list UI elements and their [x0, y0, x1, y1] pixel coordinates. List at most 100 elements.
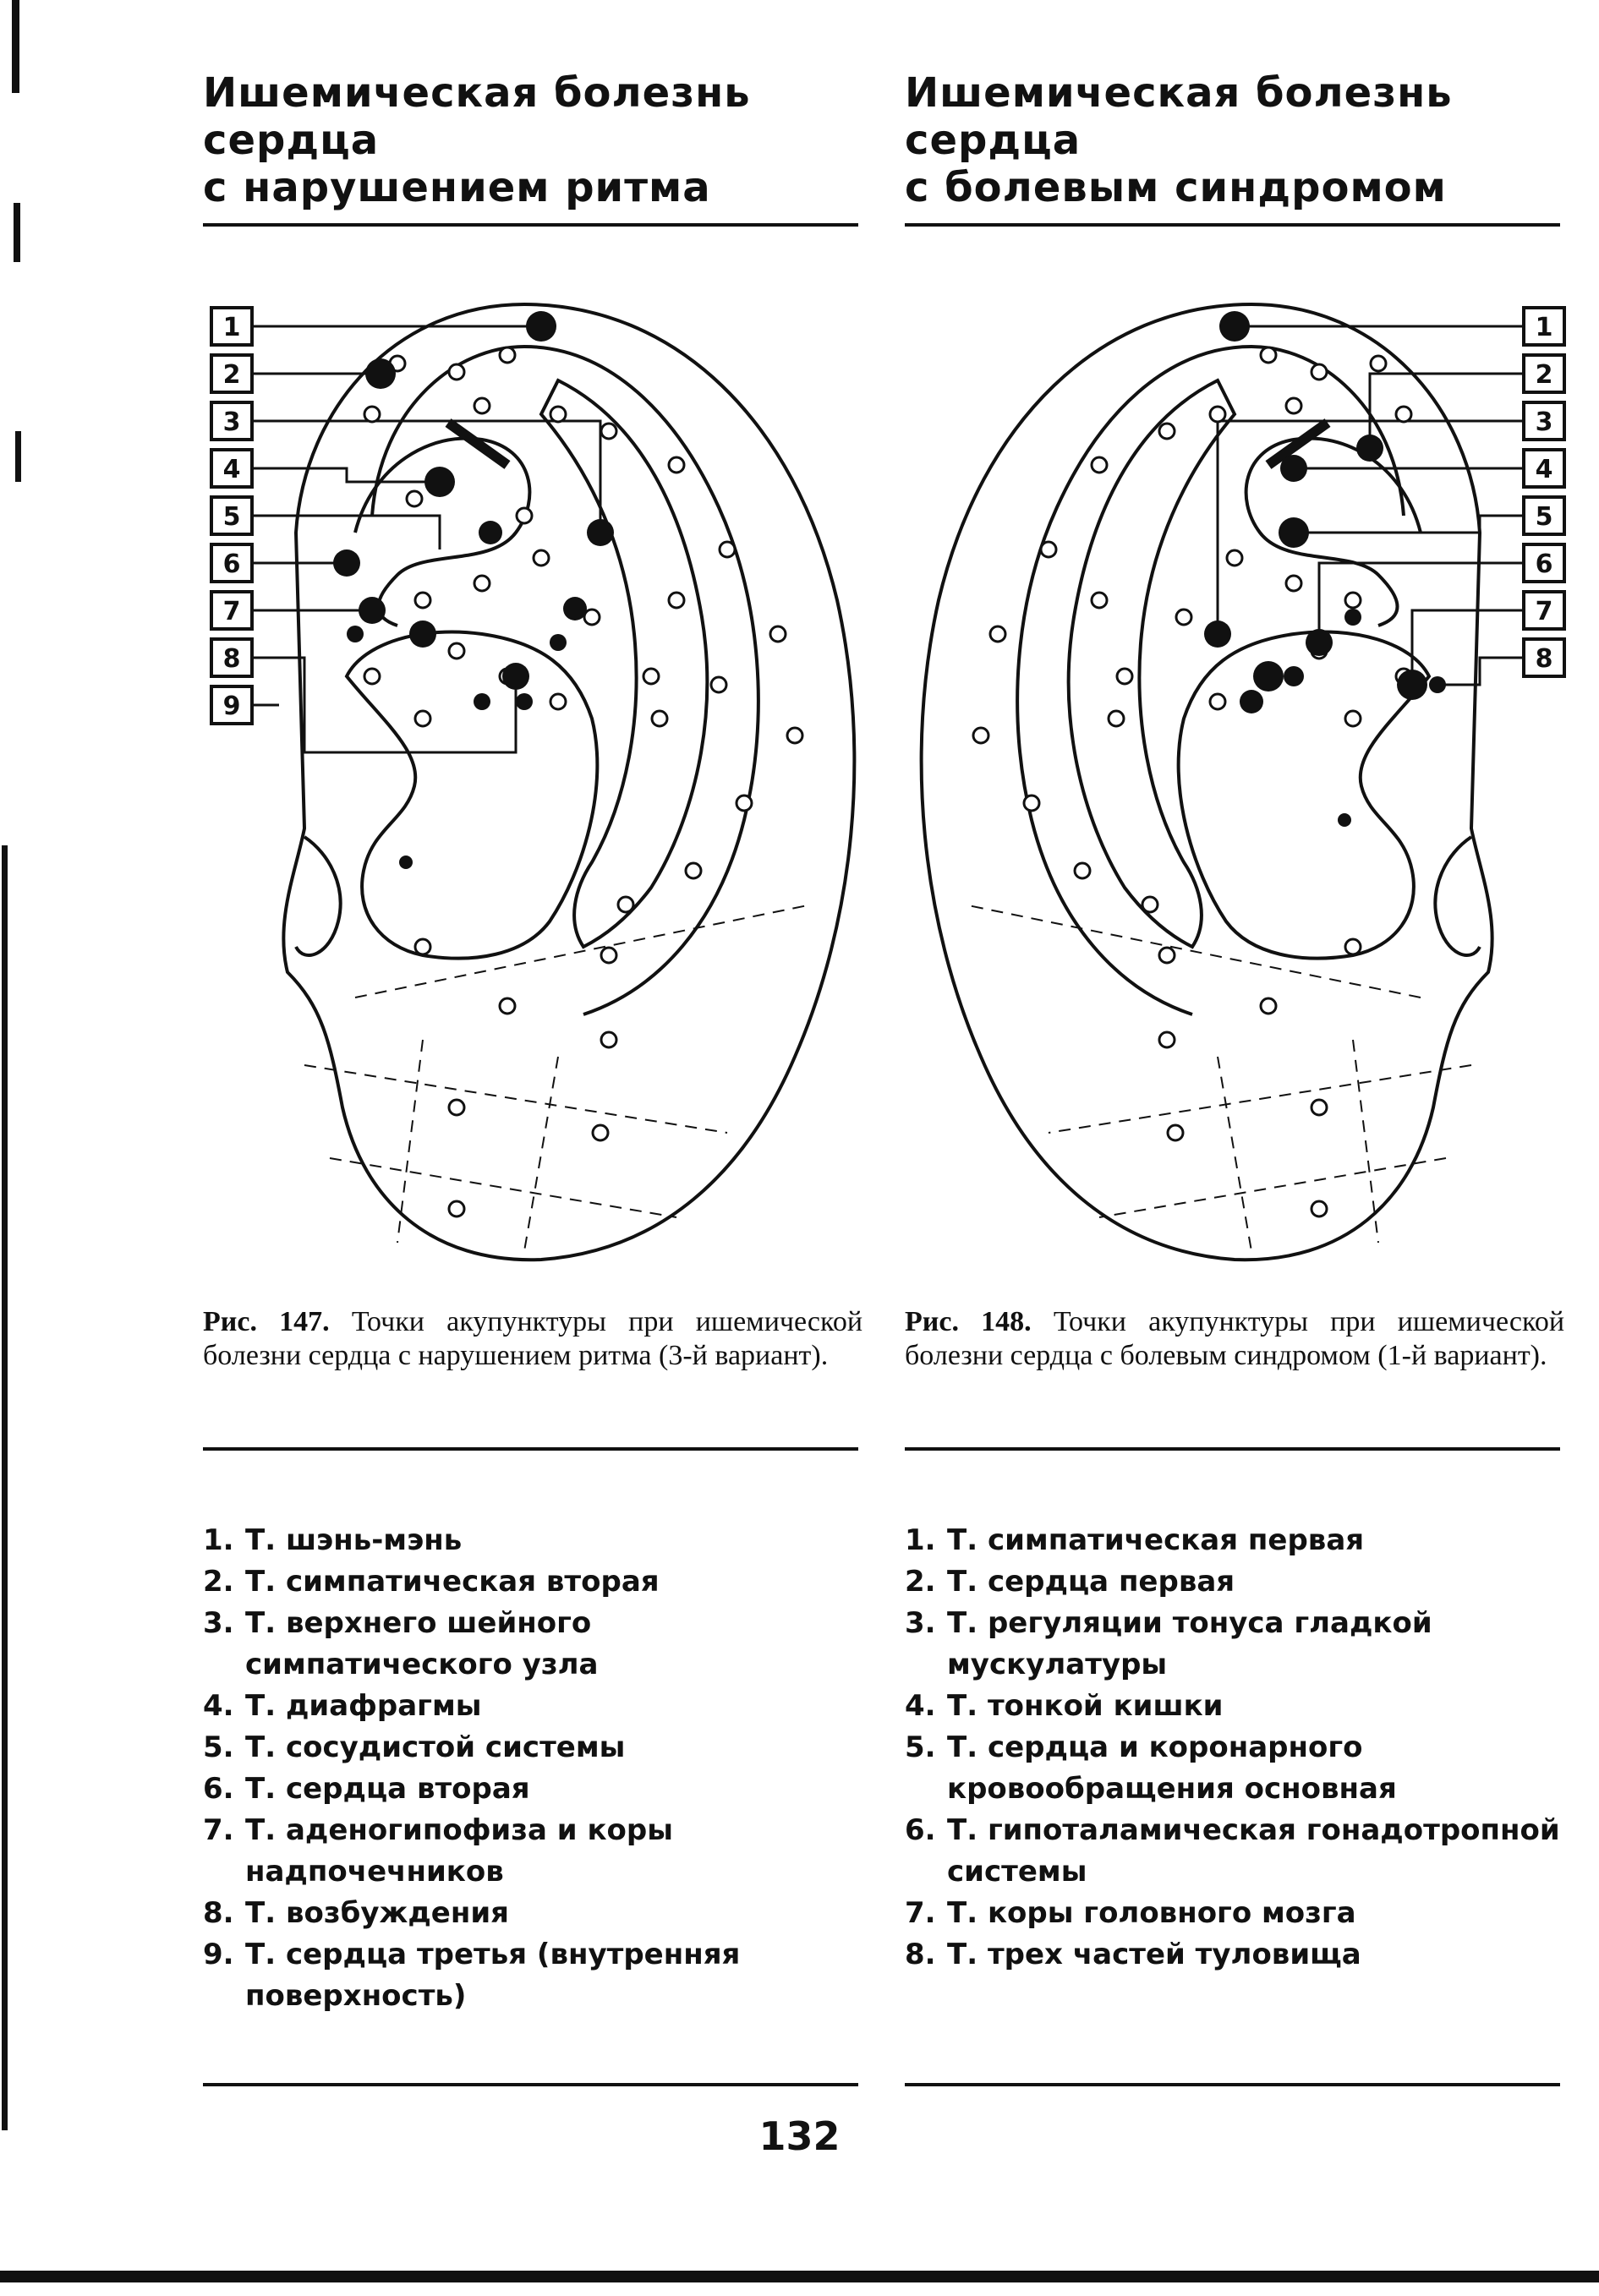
- legend-number: 7.: [905, 1896, 936, 1930]
- legend-number: 2.: [905, 1565, 936, 1599]
- legend-item: 5.Т. сердца и коронарного кровообращения…: [905, 1727, 1564, 1810]
- legend-item: 8. Т. трех частей туловища: [905, 1934, 1564, 1976]
- right-caption: Рис. 148. Точки акупунктуры при ишемичес…: [905, 1305, 1564, 1373]
- right-heading-line2: с болевым синдромом: [905, 164, 1447, 211]
- fig-label: 8: [223, 644, 241, 674]
- right-ear-diagram: 1 2 3 4 5 6 7 8: [905, 279, 1573, 1276]
- legend-text: Т. регуляции тонуса гладкой мускулатуры: [947, 1606, 1432, 1681]
- legend-number: 4.: [203, 1689, 234, 1723]
- divider-mid-left: [203, 1447, 858, 1451]
- scan-edge-mark: [12, 0, 19, 93]
- fig-label: 1: [1536, 313, 1553, 342]
- fig-label: 7: [223, 597, 241, 626]
- fig-label: 4: [223, 455, 241, 484]
- legend-number: 5.: [203, 1730, 234, 1764]
- legend-text: Т. сердца третья (внутренняя поверхность…: [245, 1938, 741, 2013]
- legend-number: 9.: [203, 1938, 234, 1971]
- legend-text: Т. возбуждения: [245, 1896, 509, 1930]
- legend-number: 1.: [905, 1523, 936, 1557]
- left-ear-diagram: 1 2 3 4 5 6 7 8 9: [203, 279, 871, 1276]
- fig-label: 7: [1536, 597, 1553, 626]
- antihelix: [539, 378, 709, 949]
- legend-item: 8. Т. возбуждения: [203, 1893, 862, 1934]
- divider-top-right: [905, 223, 1560, 227]
- left-legend: 1. Т. шэнь-мэнь 2. Т. симпатическая вторая…: [203, 1520, 862, 2017]
- ear-outline: [282, 302, 857, 1262]
- filled-points: [1204, 311, 1446, 827]
- legend-item: 5. Т. сосудистой системы: [203, 1727, 862, 1768]
- fig-label: 3: [1536, 407, 1553, 437]
- legend-number: 2.: [203, 1565, 234, 1599]
- legend-item: 6. Т. сердца вторая: [203, 1768, 862, 1810]
- legend-item: 2. Т. сердца первая: [905, 1561, 1564, 1603]
- right-heading-line1: Ишемическая болезнь сердца: [905, 69, 1453, 164]
- fig-label: 6: [1536, 549, 1553, 579]
- legend-item: 1. Т. шэнь-мэнь: [203, 1520, 862, 1561]
- legend-number: 8.: [203, 1896, 234, 1930]
- legend-item: 4. Т. диафрагмы: [203, 1686, 862, 1727]
- legend-text: Т. симпатическая первая: [947, 1523, 1365, 1557]
- legend-item: 7. Т. аденогипофиза и коры надпочечников: [203, 1810, 862, 1893]
- scan-edge-mark: [2, 845, 8, 2130]
- legend-item: 6.Т. гипоталамическая гонадотропной сист…: [905, 1810, 1564, 1893]
- filled-points: [333, 311, 614, 869]
- legend-text: Т. сердца вторая: [245, 1772, 530, 1806]
- legend-number: 3.: [905, 1606, 936, 1640]
- right-label-boxes: [1522, 306, 1566, 678]
- divider-bottom-left: [203, 2083, 858, 2086]
- legend-text: Т. симпатическая вторая: [245, 1565, 660, 1599]
- right-legend: 1. Т. симпатическая первая 2. Т. сердца пе…: [905, 1520, 1564, 1976]
- fig-label: 5: [1536, 502, 1553, 532]
- left-caption: Рис. 147. Точки акупунктуры при ишемичес…: [203, 1305, 862, 1373]
- legend-number: 3.: [203, 1606, 234, 1640]
- page-number: 132: [758, 2113, 841, 2159]
- legend-text: Т. тонкой кишки: [947, 1689, 1224, 1723]
- legend-text: Т. аденогипофиза и коры надпочечников: [245, 1813, 673, 1889]
- scan-edge-mark: [14, 203, 20, 262]
- left-heading-line1: Ишемическая болезнь сердца: [203, 69, 751, 164]
- divider-bottom-right: [905, 2083, 1560, 2086]
- legend-item: 3. Т. регуляции тонуса гладкой мускулатур…: [905, 1603, 1564, 1686]
- helix-inner: [370, 344, 760, 1016]
- legend-item: 9. Т. сердца третья (внутренняя поверхнос…: [203, 1934, 862, 2017]
- legend-number: 4.: [905, 1689, 936, 1723]
- left-heading-line2: с нарушением ритма: [203, 164, 711, 211]
- right-caption-figure-number: Рис. 148.: [905, 1306, 1032, 1337]
- left-heading: Ишемическая болезнь сердца с нарушением …: [203, 69, 871, 211]
- legend-text: Т. диафрагмы: [245, 1689, 482, 1723]
- fig-label: 2: [223, 360, 241, 390]
- legend-text: Т. коры головного мозга: [947, 1896, 1356, 1930]
- bottom-scan-bar: [0, 2271, 1599, 2282]
- right-heading: Ишемическая болезнь сердца с болевым син…: [905, 69, 1573, 211]
- right-caption-text: Точки акупунктуры при ишемической болезн…: [905, 1306, 1565, 1371]
- fig-label: 8: [1536, 644, 1553, 674]
- legend-item: 7. Т. коры головного мозга: [905, 1893, 1564, 1934]
- legend-item: 2. Т. симпатическая вторая: [203, 1561, 862, 1603]
- legend-text: Т. шэнь-мэнь: [245, 1523, 463, 1557]
- legend-number: 1.: [203, 1523, 234, 1557]
- scan-edge-mark: [15, 431, 21, 482]
- tragus: [294, 835, 342, 957]
- legend-text: Т. сосудистой системы: [245, 1730, 626, 1764]
- legend-item: 4. Т. тонкой кишки: [905, 1686, 1564, 1727]
- left-caption-figure-number: Рис. 147.: [203, 1306, 330, 1337]
- concha-lower: [344, 630, 600, 960]
- legend-number: 6.: [203, 1772, 234, 1806]
- open-points: [972, 346, 1413, 1218]
- legend-item: 3.Т. верхнего шейного симпатического узл…: [203, 1603, 862, 1686]
- fig-label: 4: [1536, 455, 1553, 484]
- left-caption-text: Точки акупунктуры при ишемической болезн…: [203, 1306, 863, 1371]
- fig-label: 3: [223, 407, 241, 437]
- fig-label: 6: [223, 549, 241, 579]
- legend-text: Т. трех частей туловища: [947, 1938, 1361, 1971]
- legend-text: Т. гипоталамическая гонадотропной систем…: [947, 1813, 1560, 1889]
- divider-top-left: [203, 223, 858, 227]
- fig-label: 2: [1536, 360, 1553, 390]
- legend-number: 7.: [203, 1813, 234, 1847]
- divider-mid-right: [905, 1447, 1560, 1451]
- fig-label: 1: [223, 313, 241, 342]
- legend-number: 8.: [905, 1938, 936, 1971]
- legend-text: Т. сердца первая: [947, 1565, 1235, 1599]
- fig-label: 5: [223, 502, 241, 532]
- fig-label: 9: [223, 692, 241, 721]
